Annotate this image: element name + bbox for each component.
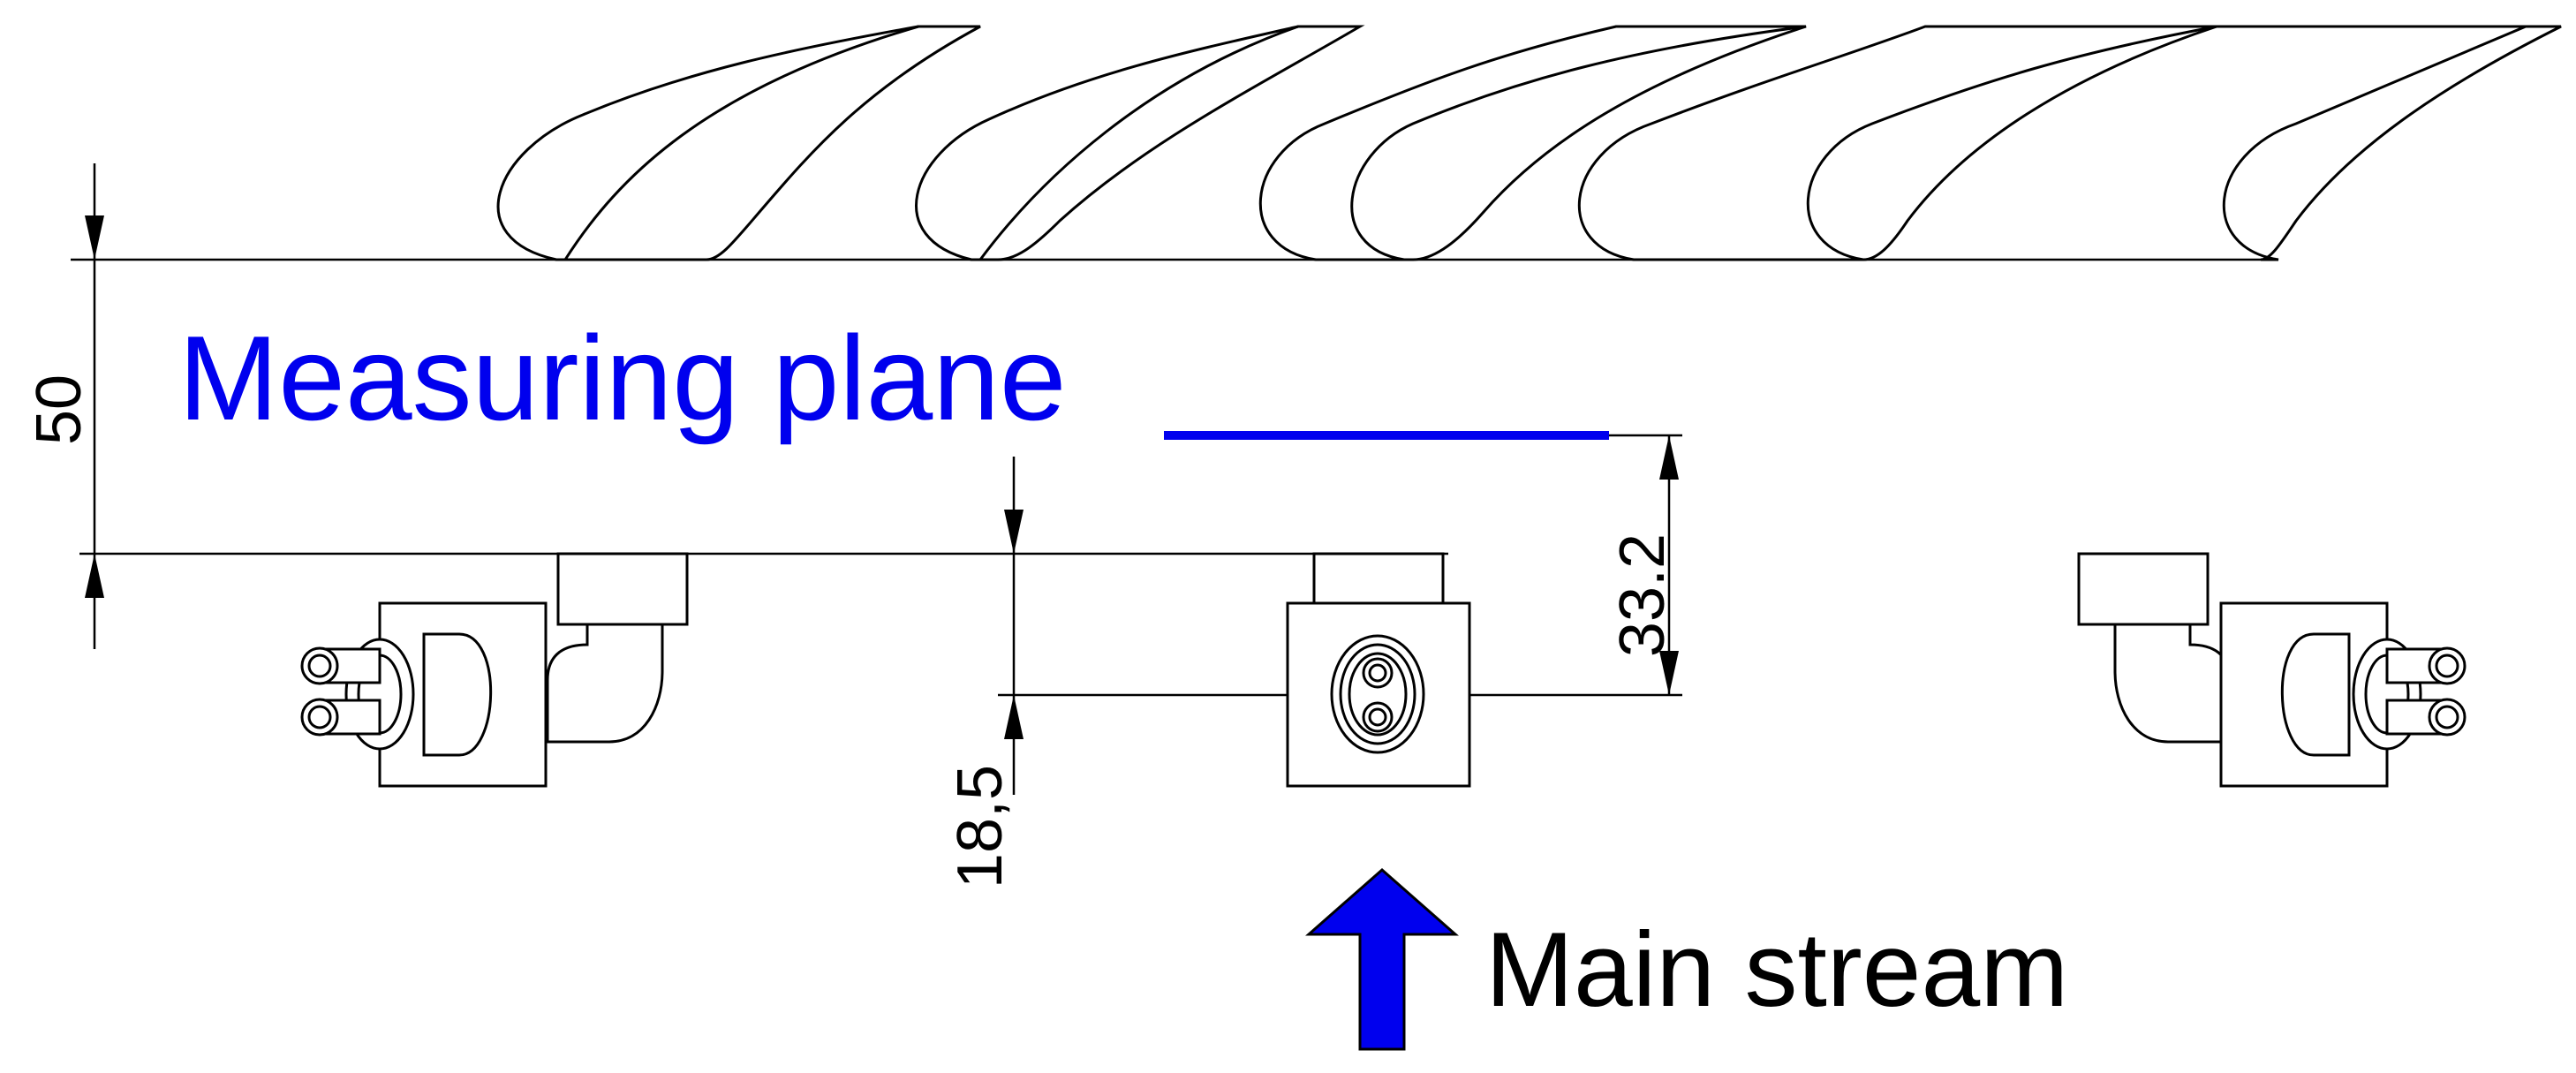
probe-right xyxy=(2077,552,2466,788)
blade-3 xyxy=(1259,25,1807,261)
blade-cascade xyxy=(71,25,2562,261)
probe-center xyxy=(1286,552,1471,788)
blade-2 xyxy=(915,25,1365,261)
blade-4-inner xyxy=(1807,25,2217,261)
blade-3-inner xyxy=(1350,25,1807,261)
dimension-33-2 xyxy=(1609,434,1682,695)
dimension-50 xyxy=(79,163,1448,649)
dimension-33-2-label: 33.2 xyxy=(1607,533,1678,658)
blade-1 xyxy=(496,25,981,261)
dimension-50-label: 50 xyxy=(24,374,94,446)
blade-1-inner xyxy=(563,25,919,261)
main-stream-arrow-icon xyxy=(1305,868,1459,1051)
blade-2-inner xyxy=(978,25,1299,261)
blade-5 xyxy=(2222,25,2562,261)
main-stream-label: Main stream xyxy=(1485,911,2069,1029)
measuring-plane-label: Measuring plane xyxy=(178,311,1067,445)
probe-left xyxy=(300,552,689,788)
dimension-18-5-label: 18,5 xyxy=(945,764,1016,889)
blade-4 xyxy=(1577,25,2217,261)
